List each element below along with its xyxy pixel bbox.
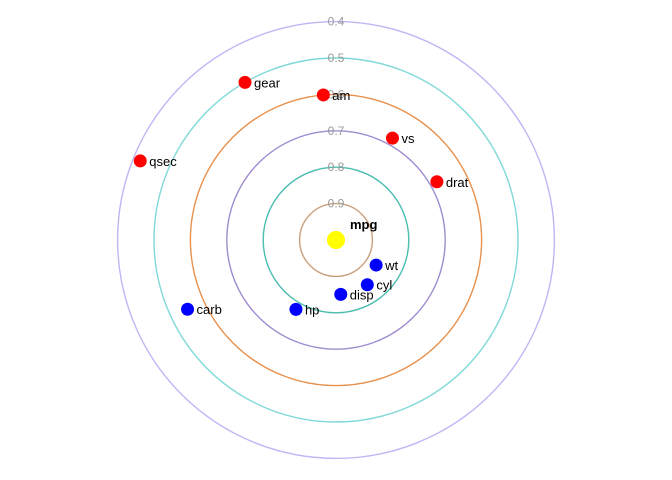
point-label-gear: gear — [254, 75, 281, 90]
point-cyl — [360, 278, 374, 292]
ring-labels-layer: 0.9 0.8 0.7 0.6 0.5 0.4 — [328, 15, 345, 211]
point-gear — [238, 75, 252, 89]
ring-label-0.5: 0.5 — [328, 51, 345, 65]
point-label-disp: disp — [350, 287, 374, 302]
point-label-carb: carb — [197, 302, 222, 317]
ring-0.5 — [153, 57, 519, 423]
ring-label-0.7: 0.7 — [328, 124, 345, 138]
point-label-cyl: cyl — [376, 278, 392, 293]
center-point — [327, 231, 345, 249]
ring-0.6 — [189, 93, 483, 387]
ring-0.9 — [298, 202, 374, 278]
ring-0.4 — [116, 20, 556, 460]
point-carb — [181, 302, 195, 316]
point-hp — [289, 302, 303, 316]
point-label-vs: vs — [401, 131, 415, 146]
rings-layer — [116, 20, 556, 460]
ring-label-0.6: 0.6 — [328, 87, 345, 101]
point-qsec — [133, 154, 147, 168]
points-layer — [133, 75, 444, 316]
point-label-am: am — [332, 88, 350, 103]
point-drat — [430, 175, 444, 189]
ring-0.8 — [262, 166, 410, 314]
ring-label-0.9: 0.9 — [328, 197, 345, 211]
ring-label-0.4: 0.4 — [328, 15, 345, 29]
ring-label-0.8: 0.8 — [328, 160, 345, 174]
point-label-drat: drat — [446, 175, 469, 190]
point-vs — [385, 131, 399, 145]
point-label-qsec: qsec — [149, 154, 177, 169]
point-disp — [334, 287, 348, 301]
point-am — [316, 88, 330, 102]
point-label-hp: hp — [305, 302, 319, 317]
point-label-wt: wt — [384, 258, 398, 273]
point-wt — [369, 258, 383, 272]
center-label: mpg — [350, 217, 378, 232]
ring-0.7 — [226, 130, 446, 350]
